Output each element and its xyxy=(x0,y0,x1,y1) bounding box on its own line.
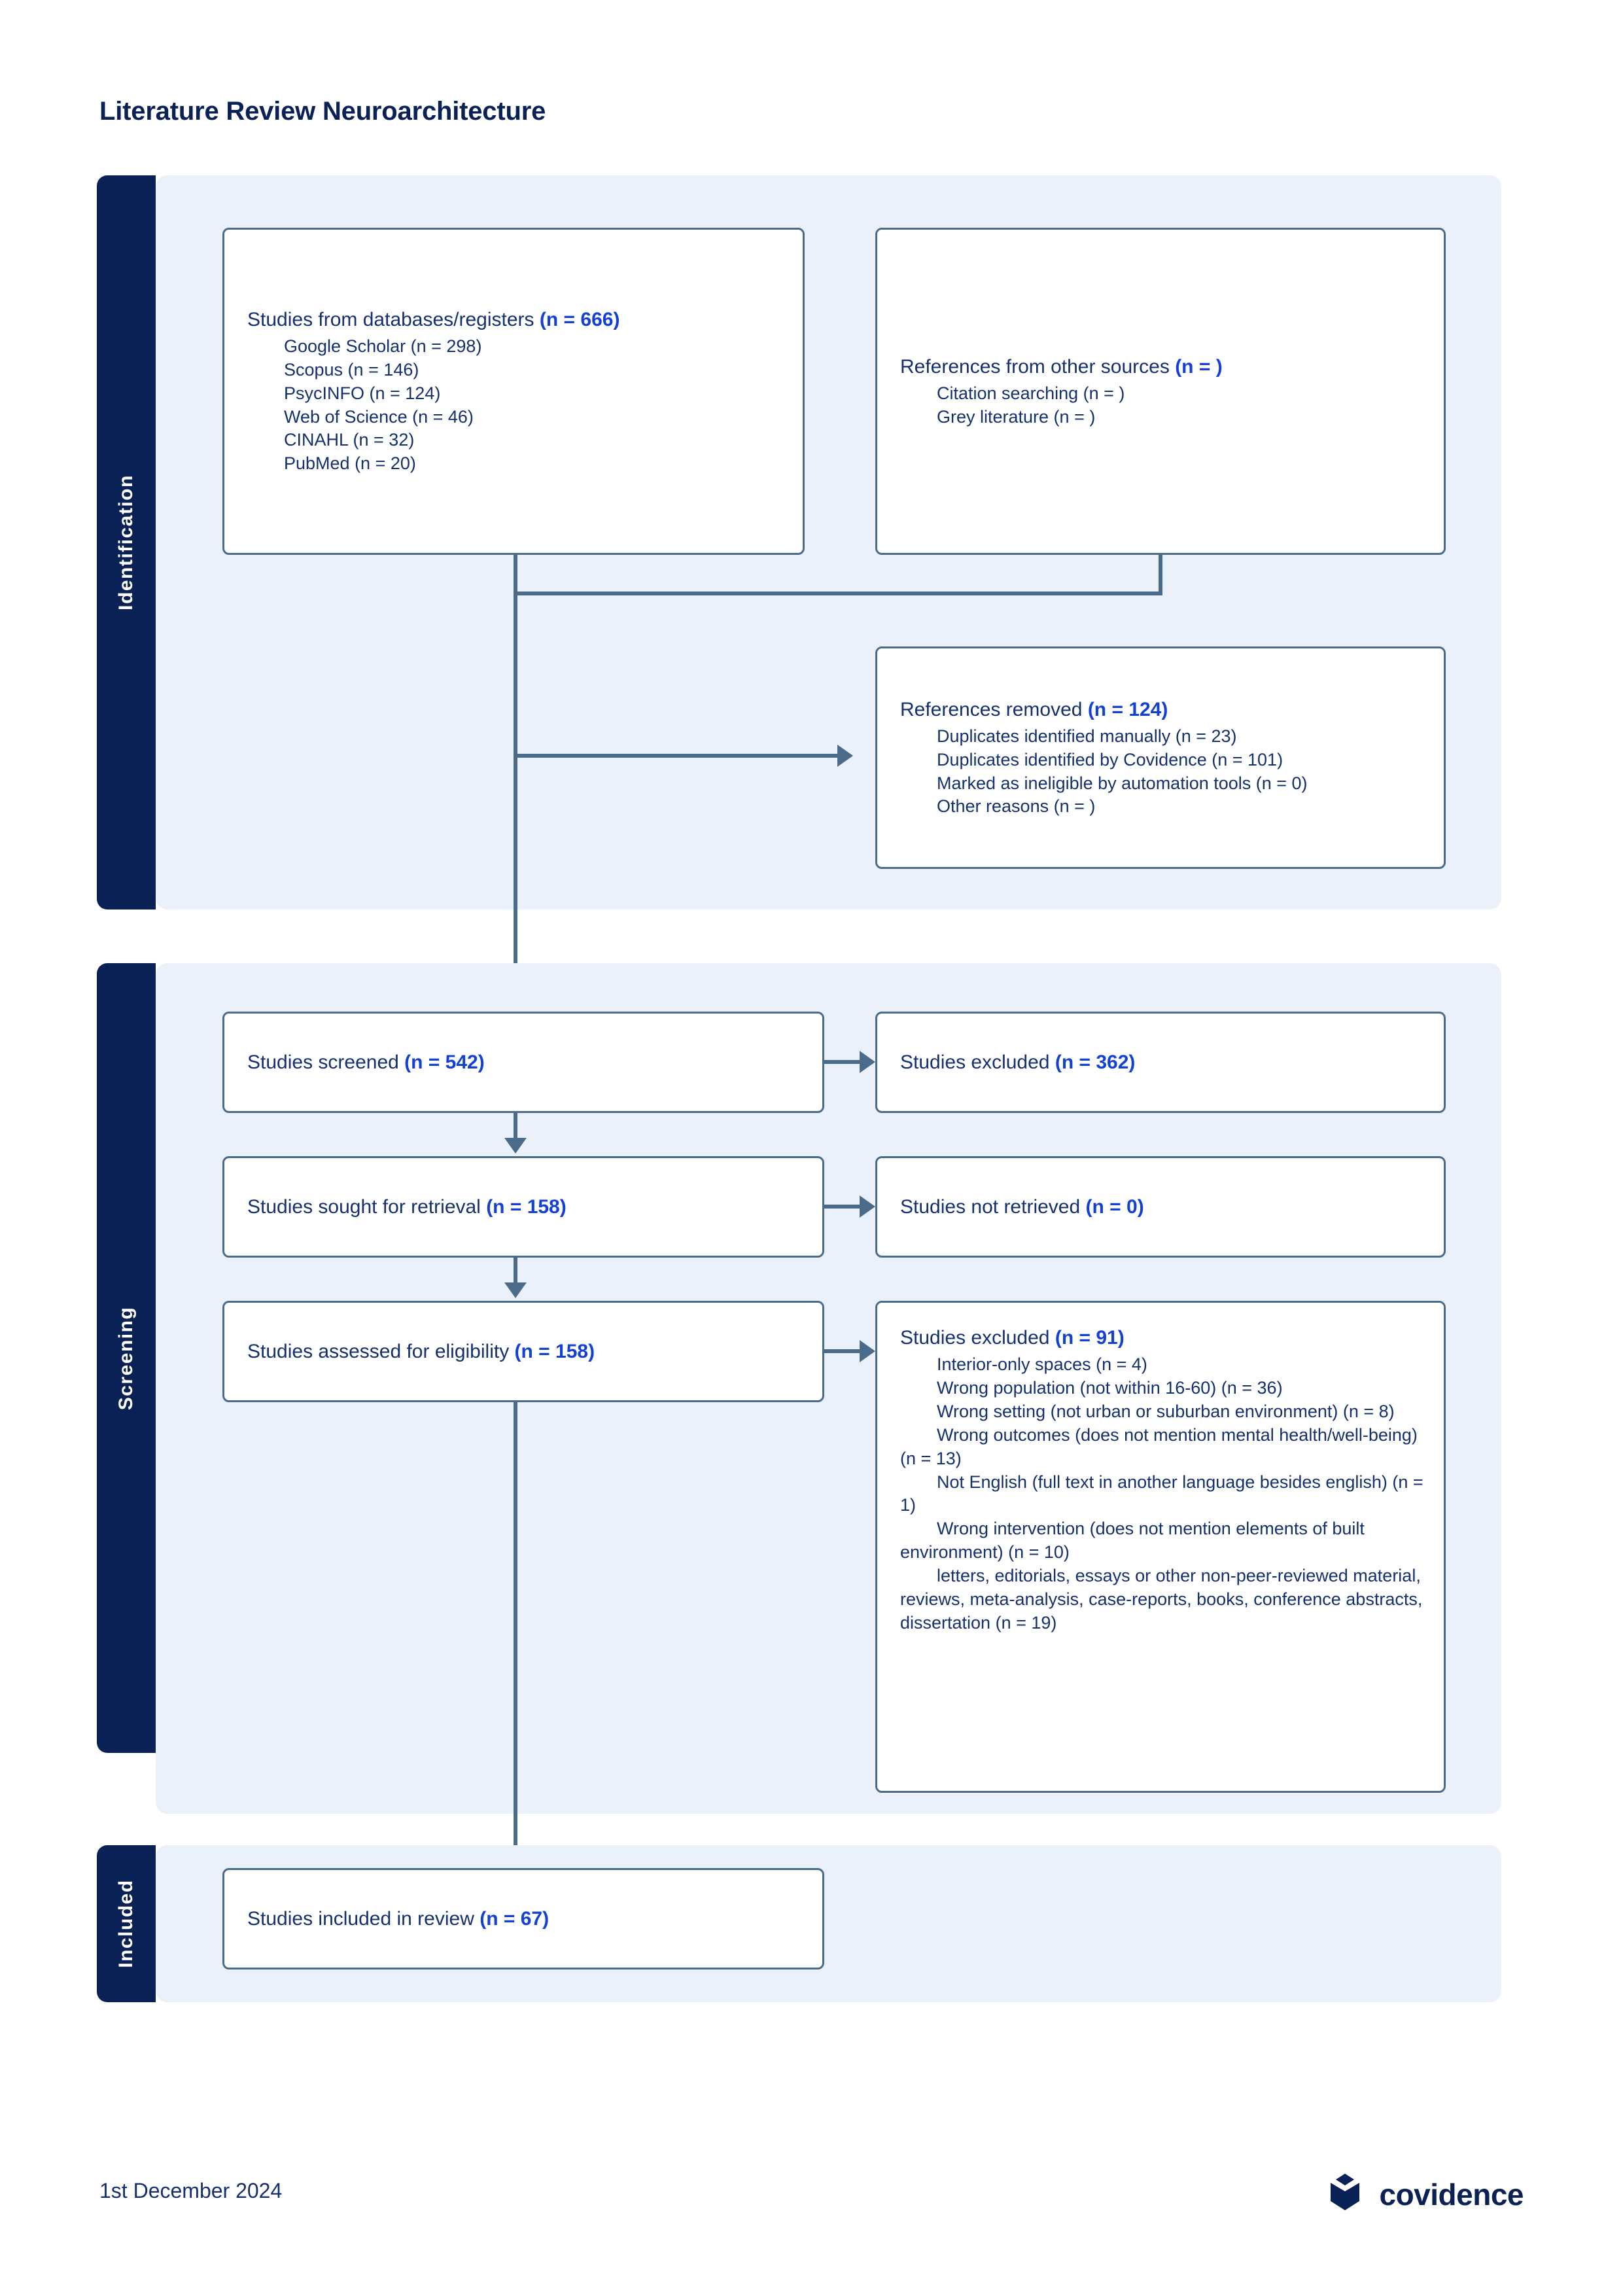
box-removed-items: Duplicates identified manually (n = 23) … xyxy=(900,725,1424,819)
box-studies-included-review: Studies included in review (n = 67) xyxy=(222,1868,824,1969)
box-other-sources-header-text: References from other sources xyxy=(900,355,1176,378)
list-item: Duplicates identified by Covidence (n = … xyxy=(937,749,1283,769)
connector-assessed-to-excluded xyxy=(824,1349,865,1353)
arrow-to-sought xyxy=(504,1138,527,1154)
box-included-header: Studies included in review (n = 67) xyxy=(247,1906,803,1932)
box-screened-header: Studies screened (n = 542) xyxy=(247,1050,803,1075)
list-item: PsycINFO (n = 124) xyxy=(284,383,441,403)
page-title: Literature Review Neuroarchitecture xyxy=(99,97,546,126)
list-item: Grey literature (n = ) xyxy=(937,406,1096,427)
box-screened-header-text: Studies screened xyxy=(247,1051,405,1073)
connector-screened-to-excluded xyxy=(824,1060,865,1064)
connector-databases-drop xyxy=(514,555,517,595)
connector-screened-to-sought xyxy=(514,1113,517,1140)
box-not-retrieved-header-text: Studies not retrieved xyxy=(900,1196,1086,1218)
box-excluded-eligibility-items: Interior-only spaces (n = 4) Wrong popul… xyxy=(900,1353,1424,1635)
box-studies-excluded-screened: Studies excluded (n = 362) xyxy=(875,1012,1446,1113)
list-item: Scopus (n = 146) xyxy=(284,359,419,380)
box-databases-count: (n = 666) xyxy=(539,308,620,330)
list-item: Not English (full text in another langua… xyxy=(900,1472,1423,1515)
connector-sought-to-not-retrieved xyxy=(824,1205,865,1209)
box-sought-header-text: Studies sought for retrieval xyxy=(247,1196,487,1218)
list-item: Wrong setting (not urban or suburban env… xyxy=(937,1401,1395,1421)
box-assessed-header-text: Studies assessed for eligibility xyxy=(247,1341,515,1362)
box-excluded-screened-count: (n = 362) xyxy=(1055,1051,1136,1073)
connector-main-trunk-identification xyxy=(514,592,517,996)
box-references-removed: References removed (n = 124) Duplicates … xyxy=(875,646,1446,869)
box-removed-header: References removed (n = 124) xyxy=(900,697,1424,722)
arrow-to-excluded-screened xyxy=(860,1051,875,1073)
box-databases-header-text: Studies from databases/registers xyxy=(247,308,540,330)
connector-main-trunk-included xyxy=(514,1402,517,1890)
arrow-to-not-retrieved xyxy=(860,1195,875,1218)
box-studies-not-retrieved: Studies not retrieved (n = 0) xyxy=(875,1156,1446,1258)
box-excluded-eligibility-header: Studies excluded (n = 91) xyxy=(900,1325,1424,1351)
connector-other-sources-drop xyxy=(1159,555,1162,595)
list-item: Duplicates identified manually (n = 23) xyxy=(937,726,1237,746)
footer-date: 1st December 2024 xyxy=(99,2179,283,2202)
list-item: Marked as ineligible by automation tools… xyxy=(937,773,1308,793)
connector-merge-bus xyxy=(514,592,1162,595)
box-not-retrieved-header: Studies not retrieved (n = 0) xyxy=(900,1194,1424,1220)
box-other-sources-header: References from other sources (n = ) xyxy=(900,354,1424,380)
arrow-to-excluded-eligibility xyxy=(860,1340,875,1362)
stage-label-included: Included xyxy=(97,1845,156,2002)
list-item: letters, editorials, essays or other non… xyxy=(900,1566,1423,1633)
stage-label-screening: Screening xyxy=(97,963,156,1753)
box-included-count: (n = 67) xyxy=(480,1908,550,1930)
list-item: CINAHL (n = 32) xyxy=(284,430,415,450)
box-databases-header: Studies from databases/registers (n = 66… xyxy=(247,307,783,332)
list-item: Citation searching (n = ) xyxy=(937,383,1125,403)
covidence-logo: covidence xyxy=(1325,2172,1524,2216)
list-item: Wrong outcomes (does not mention mental … xyxy=(900,1424,1418,1468)
box-not-retrieved-count: (n = 0) xyxy=(1085,1196,1144,1218)
box-studies-from-databases: Studies from databases/registers (n = 66… xyxy=(222,228,805,555)
stage-label-identification: Identification xyxy=(97,175,156,910)
list-item: Google Scholar (n = 298) xyxy=(284,336,482,356)
box-studies-assessed-eligibility: Studies assessed for eligibility (n = 15… xyxy=(222,1301,824,1402)
box-excluded-screened-header-text: Studies excluded xyxy=(900,1051,1055,1073)
arrow-to-assessed xyxy=(504,1282,527,1298)
box-studies-excluded-eligibility: Studies excluded (n = 91) Interior-only … xyxy=(875,1301,1446,1793)
box-other-sources-items: Citation searching (n = ) Grey literatur… xyxy=(900,382,1424,429)
box-sought-count: (n = 158) xyxy=(486,1196,567,1218)
box-databases-items: Google Scholar (n = 298) Scopus (n = 146… xyxy=(247,335,783,476)
box-assessed-header: Studies assessed for eligibility (n = 15… xyxy=(247,1339,803,1364)
box-excluded-screened-header: Studies excluded (n = 362) xyxy=(900,1050,1424,1075)
box-other-sources-count: (n = ) xyxy=(1175,355,1223,378)
stage-label-screening-text: Screening xyxy=(115,1306,137,1410)
box-assessed-count: (n = 158) xyxy=(514,1341,595,1362)
box-references-other-sources: References from other sources (n = ) Cit… xyxy=(875,228,1446,555)
box-studies-screened: Studies screened (n = 542) xyxy=(222,1012,824,1113)
stage-label-included-text: Included xyxy=(115,1879,137,1968)
list-item: PubMed (n = 20) xyxy=(284,453,416,474)
list-item: Interior-only spaces (n = 4) xyxy=(937,1354,1147,1374)
stage-label-identification-text: Identification xyxy=(115,474,137,610)
covidence-wordmark: covidence xyxy=(1379,2177,1524,2212)
box-excluded-eligibility-count: (n = 91) xyxy=(1055,1327,1125,1349)
covidence-mark-icon xyxy=(1325,2172,1365,2216)
box-screened-count: (n = 542) xyxy=(404,1051,485,1073)
box-excluded-eligibility-header-text: Studies excluded xyxy=(900,1327,1055,1349)
box-removed-count: (n = 124) xyxy=(1087,698,1168,720)
list-item: Wrong population (not within 16-60) (n =… xyxy=(937,1377,1283,1398)
connector-removed-branch xyxy=(514,754,837,758)
arrow-to-references-removed xyxy=(837,745,853,767)
list-item: Web of Science (n = 46) xyxy=(284,406,474,427)
list-item: Wrong intervention (does not mention ele… xyxy=(900,1519,1365,1563)
box-studies-sought-retrieval: Studies sought for retrieval (n = 158) xyxy=(222,1156,824,1258)
list-item: Other reasons (n = ) xyxy=(937,796,1096,817)
box-sought-header: Studies sought for retrieval (n = 158) xyxy=(247,1194,803,1220)
box-included-header-text: Studies included in review xyxy=(247,1908,480,1930)
connector-sought-to-assessed xyxy=(514,1258,517,1285)
box-removed-header-text: References removed xyxy=(900,698,1088,720)
